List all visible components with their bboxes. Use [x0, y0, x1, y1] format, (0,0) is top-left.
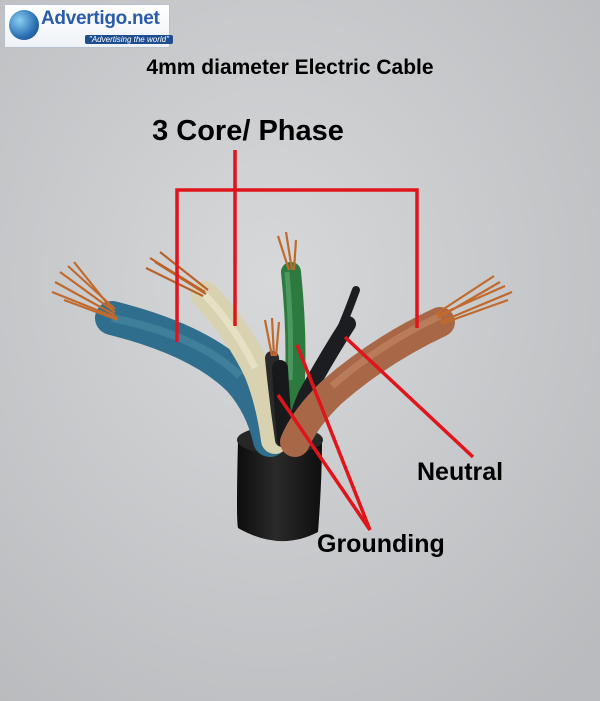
core-phase-label: 3 Core/ Phase: [152, 115, 344, 147]
image-title: 4mm diameter Electric Cable: [146, 56, 434, 79]
grounding-pointer-green: [295, 344, 372, 531]
grounding-label: Grounding: [317, 530, 445, 558]
watermark-tagline: "Advertising the world": [85, 35, 173, 44]
globe-icon: [9, 10, 39, 40]
grounding-pointer-black: [276, 394, 372, 531]
green-wire-copper-strands: [276, 231, 298, 271]
cream-wire: [145, 251, 289, 454]
neutral-pointer: [343, 335, 475, 459]
advertigo-watermark: Advertigo.net "Advertising the world": [4, 4, 173, 48]
annotation-lines: [175, 150, 475, 531]
brown-wire-copper-strands: [435, 275, 513, 326]
watermark-name: Advertigo.net: [41, 8, 160, 29]
blue-wire-copper-strands: [51, 261, 119, 322]
neutral-label: Neutral: [417, 458, 504, 486]
core-bracket: [175, 188, 419, 342]
brown-wire: [280, 275, 513, 457]
